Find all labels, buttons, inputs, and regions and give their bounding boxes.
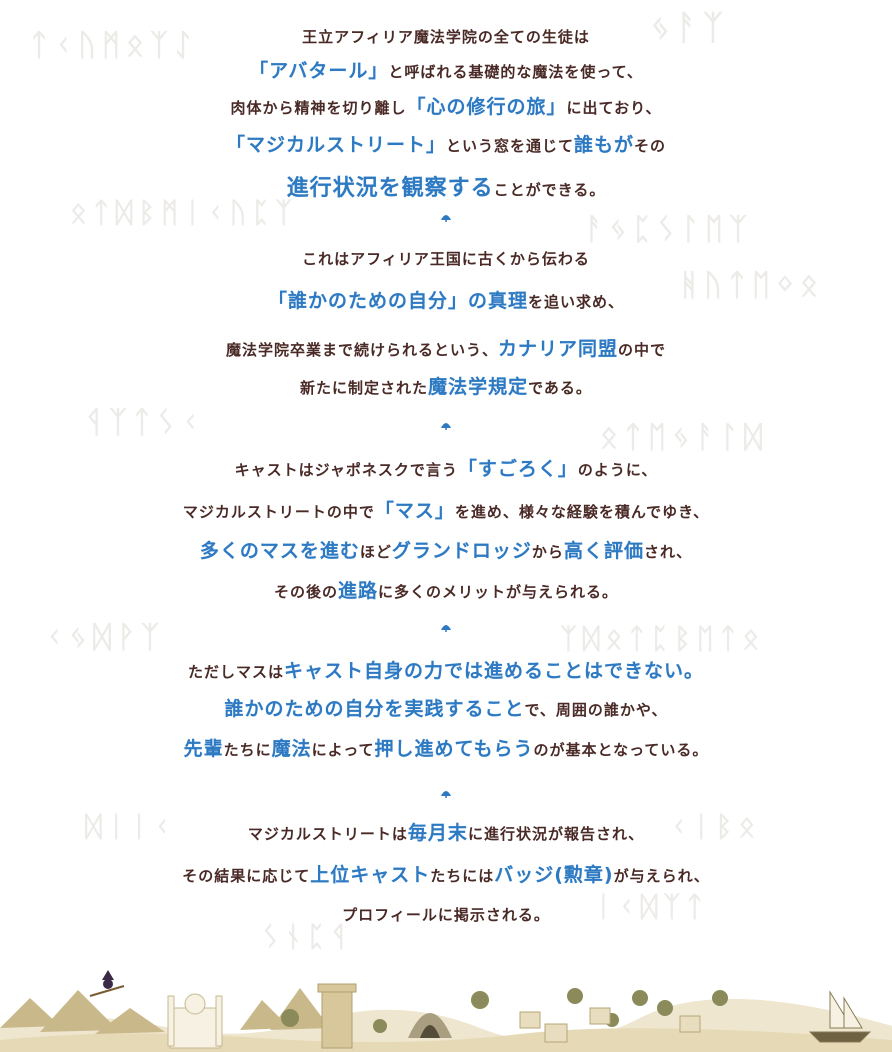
body-text: を追い求め、	[528, 293, 625, 311]
background-glyph-row: ᛞᛁᛁᚲ	[85, 810, 177, 843]
highlight-text: 魔法学規定	[428, 376, 529, 398]
highlight-text: 上位キャスト	[310, 864, 431, 886]
text-line: これはアフィリア王国に古くから伝わる	[0, 248, 892, 269]
body-text: のように、	[577, 461, 658, 479]
divider-icon	[441, 625, 451, 632]
background-glyph-row: ᛁᚲᛞᛉᛏ	[595, 890, 710, 923]
highlight-text: 先輩	[183, 738, 224, 760]
highlight-text: 誰かのための自分を実践すること	[224, 698, 525, 720]
body-text: に出ており、	[566, 99, 662, 117]
body-text: され、	[643, 543, 693, 561]
divider-icon	[441, 423, 451, 430]
highlight-text: 押し進めてもらう	[374, 738, 534, 760]
cave	[408, 1013, 452, 1038]
body-text: である。	[528, 379, 592, 397]
body-text: ほど	[359, 543, 392, 561]
background-glyph-row: ᛟᛏᛖᛃᚨᛚᛞ	[600, 420, 768, 455]
text-line: 進行状況を観察することができる。	[0, 170, 892, 202]
text-line: 「マジカルストリート」という窓を通じて誰もがその	[0, 130, 892, 157]
highlight-text: 高く評価	[563, 540, 644, 562]
background-glyph-row: ᛏᚲᚢᛗᛟᛉᛇ	[30, 28, 198, 63]
text-line: キャストはジャポネスクで言う「すごろく」のように、	[0, 454, 892, 481]
body-text: キャストはジャポネスクで言う	[234, 461, 458, 479]
highlight-text: グランドロッジ	[391, 540, 532, 562]
highlight-text: 「マス」	[374, 500, 455, 522]
body-text: に進行状況が報告され、	[467, 825, 645, 843]
highlight-text: 「アバタール」	[249, 60, 389, 82]
text-line: プロフィールに掲示される。	[0, 904, 892, 925]
text-line: 魔法学院卒業まで続けられるという、カナリア同盟の中で	[0, 334, 892, 361]
highlight-text: 進行状況を観察する	[286, 176, 494, 201]
text-line: 「誰かのための自分」の真理を追い求め、	[0, 286, 892, 313]
witch-on-broom	[89, 970, 125, 997]
highlight-text: 「心の修行の旅」	[406, 96, 567, 118]
text-line: 王立アフィリア魔法学院の全ての生徒は	[0, 26, 892, 47]
text-line: 「アバタール」と呼ばれる基礎的な魔法を使って、	[0, 56, 892, 83]
background-glyph-row: ᚨᛃᛈᛊᛚᛖᛉ	[585, 212, 753, 247]
body-text: が与えられ、	[613, 867, 710, 885]
highlight-text: キャスト自身の力では進めることはできない。	[284, 660, 705, 682]
body-text: 王立アフィリア魔法学院の全ての生徒は	[302, 28, 590, 46]
body-text: ことができる。	[493, 181, 606, 199]
highlight-text: 「マジカルストリート」	[225, 134, 446, 156]
body-text: これはアフィリア王国に古くから伝わる	[302, 250, 590, 268]
highlight-text: カナリア同盟	[497, 338, 618, 360]
landscape-illustration	[0, 970, 892, 1052]
palace	[167, 993, 223, 1049]
body-text: その結果に応じて	[182, 867, 311, 885]
body-text: たちに	[223, 741, 272, 759]
body-text: を進め、様々な経験を積んでゆき、	[454, 503, 710, 521]
background-glyph-row: ᛊᚾᛈᛩ	[262, 920, 354, 953]
divider-icon	[441, 215, 451, 222]
village	[519, 1007, 701, 1043]
body-text: その後の	[273, 583, 338, 601]
background-glyph-row: ᛃᚨᛉ	[650, 8, 730, 48]
background-glyph-row: ᚲᛁᛒᛟ	[670, 810, 762, 843]
ship	[808, 990, 872, 1043]
body-text: という窓を通じて	[445, 137, 574, 155]
text-line: その結果に応じて上位キャストたちにはバッジ(勲章)が与えられ、	[0, 860, 892, 887]
highlight-text: 誰もが	[574, 134, 635, 156]
divider-icon	[441, 791, 451, 798]
text-line: 先輩たちに魔法によって押し進めてもらうのが基本となっている。	[0, 734, 892, 761]
text-line: マジカルストリートの中で「マス」を進め、様々な経験を積んでゆき、	[0, 496, 892, 523]
body-text: と呼ばれる基礎的な魔法を使って、	[388, 63, 643, 81]
body-text: 魔法学院卒業まで続けられるという、	[225, 341, 498, 359]
background-glyph-row: ᚻᚢᛏᛖᛜᛟ	[680, 268, 824, 303]
body-text: に多くのメリットが与えられる。	[378, 583, 619, 601]
background-glyph-row: ᛟᛏᛞᛒᛗᛁᚲᚢᛈᛉ	[70, 196, 299, 229]
body-text: から	[531, 543, 564, 561]
highlight-text: 魔法	[271, 738, 312, 760]
body-text: たちには	[430, 867, 495, 885]
text-line: その後の進路に多くのメリットが与えられる。	[0, 576, 892, 603]
background-glyph-row: ᛉᛞᛟᛏᛈᛒᛖᛏᛟ	[560, 622, 766, 655]
body-text: その	[634, 137, 667, 155]
trees	[281, 988, 728, 1033]
highlight-text: バッジ(勲章)	[494, 864, 614, 886]
text-line: 多くのマスを進むほどグランドロッジから高く評価され、	[0, 536, 892, 563]
body-text: ただしマスは	[187, 663, 284, 681]
body-text: の中で	[618, 341, 667, 359]
body-text: 肉体から精神を切り離し	[230, 99, 407, 117]
body-text: プロフィールに掲示される。	[342, 906, 550, 924]
text-line: マジカルストリートは毎月末に進行状況が報告され、	[0, 818, 892, 845]
highlight-text: 毎月末	[407, 822, 468, 844]
tower	[317, 983, 357, 1049]
body-text: のが基本となっている。	[533, 741, 709, 759]
background-glyph-row: ᚲᛃᛞᚹᛉ	[45, 620, 165, 655]
text-line: 誰かのための自分を実践することで、周囲の誰かや、	[0, 694, 892, 721]
text-line: 肉体から精神を切り離し「心の修行の旅」に出ており、	[0, 92, 892, 119]
body-text: によって	[311, 741, 375, 759]
body-text: で、周囲の誰かや、	[524, 701, 668, 719]
highlight-text: 「すごろく」	[457, 458, 578, 480]
highlight-text: 進路	[337, 580, 378, 602]
highlight-text: 「誰かのための自分」の真理	[267, 290, 528, 312]
body-text: 新たに制定された	[300, 379, 429, 397]
text-line: 新たに制定された魔法学規定である。	[0, 372, 892, 399]
background-glyph-row: ᛩᛉᛏᛊᚲ	[85, 405, 205, 440]
text-line: ただしマスはキャスト自身の力では進めることはできない。	[0, 656, 892, 683]
body-text: マジカルストリートは	[247, 825, 408, 843]
highlight-text: 多くのマスを進む	[199, 540, 360, 562]
body-text: マジカルストリートの中で	[182, 503, 375, 521]
